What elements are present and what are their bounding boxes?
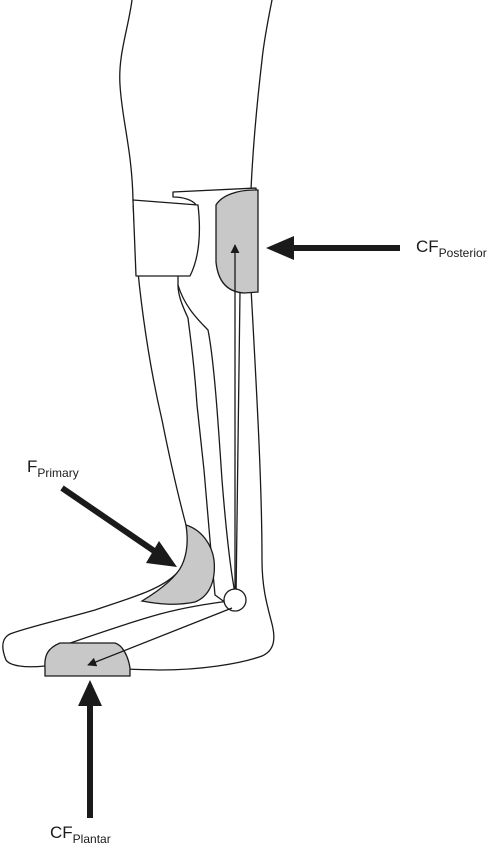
- f-primary-main: F: [27, 457, 38, 476]
- cf-posterior-label: CFPosterior: [416, 237, 487, 259]
- cf-plantar-arrow: [78, 680, 102, 818]
- f-primary-arrow: [60, 485, 177, 567]
- calf-strap: [132, 199, 201, 277]
- orthosis-shell-line: [177, 284, 237, 599]
- lever-arrow-diagonal: [87, 607, 233, 667]
- leg-foot-outline: [2, 0, 275, 671]
- cf-plantar-label: CFPlantar: [50, 823, 111, 845]
- ankle-joint-circle: [223, 588, 247, 612]
- cf-plantar-sub: Plantar: [72, 832, 111, 846]
- footplate-contour: [49, 599, 237, 651]
- cf-posterior-main: CF: [416, 237, 439, 256]
- anterior-ankle-pad: [140, 524, 216, 605]
- f-primary-sub: Primary: [37, 466, 79, 480]
- plantar-pad: [44, 642, 131, 677]
- f-primary-label: FPrimary: [27, 457, 79, 479]
- cf-posterior-sub: Posterior: [438, 246, 487, 260]
- posterior-calf-pad: [215, 189, 259, 294]
- cf-plantar-main: CF: [50, 823, 73, 842]
- cf-posterior-arrow: [266, 236, 400, 260]
